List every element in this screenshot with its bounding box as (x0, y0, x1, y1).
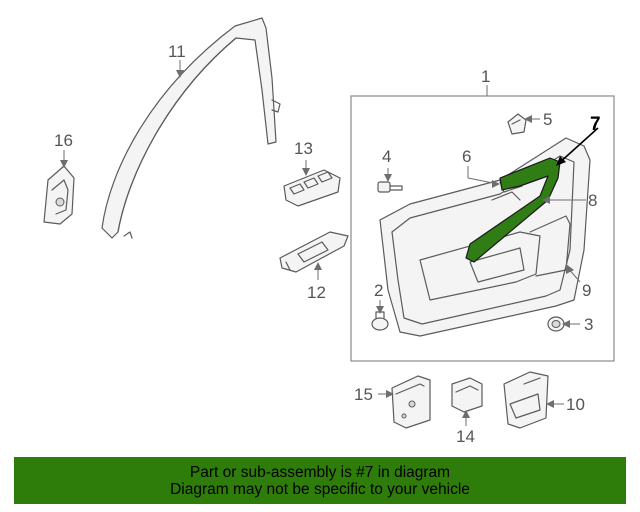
callout-8: 8 (588, 191, 597, 210)
callout-13: 13 (294, 139, 313, 158)
pillar-trim-part (101, 17, 281, 239)
banner-line-2: Diagram may not be specific to your vehi… (170, 480, 470, 498)
grommet-part (547, 316, 565, 332)
banner-line-1: Part or sub-assembly is #7 in diagram (189, 463, 451, 481)
storage-pocket-part (503, 371, 549, 429)
mirror-cover-part (43, 165, 75, 225)
callout-12: 12 (307, 283, 326, 302)
control-module-part (391, 375, 431, 429)
screw-part (377, 181, 403, 193)
callout-9: 9 (582, 281, 591, 300)
callout-11: 11 (168, 42, 186, 61)
callout-10: 10 (566, 395, 585, 414)
callout-3: 3 (584, 315, 593, 334)
callout-6: 6 (462, 147, 471, 166)
callout-5: 5 (543, 110, 552, 129)
callout-4: 4 (382, 147, 391, 166)
info-banner: Part or sub-assembly is #7 in diagram Di… (14, 457, 626, 504)
callout-leader-7 (557, 127, 599, 165)
callout-16: 16 (54, 131, 73, 150)
callout-1: 1 (481, 67, 490, 86)
parts-diagram: 1 11 16 13 12 4 (43, 17, 615, 446)
callout-7: 7 (590, 114, 601, 135)
clip-part-5 (507, 113, 527, 135)
callout-14: 14 (456, 427, 475, 446)
switch-bezel-part (279, 231, 349, 273)
assembly-frame (350, 95, 615, 362)
small-switch-part (451, 377, 483, 413)
callout-15: 15 (354, 385, 373, 404)
window-switch-part (283, 169, 341, 207)
callout-2: 2 (374, 281, 383, 300)
push-clip-part (371, 311, 389, 331)
